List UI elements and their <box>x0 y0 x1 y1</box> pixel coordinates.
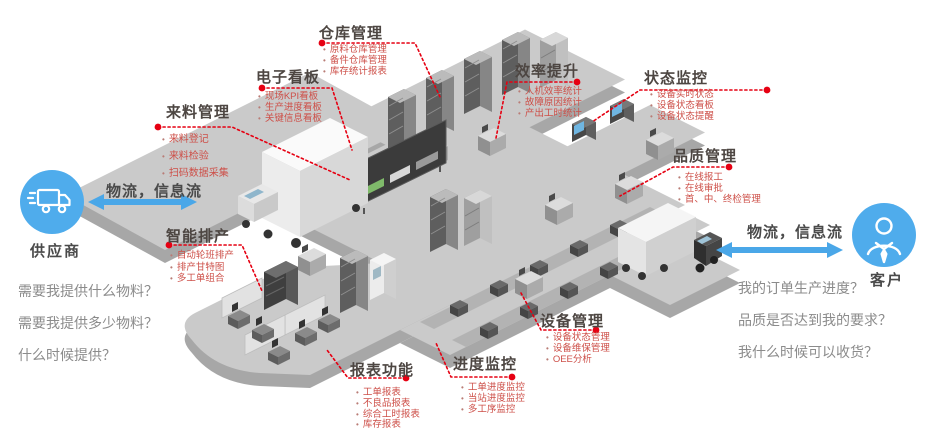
outgoing-truck <box>618 203 722 280</box>
callout-item: 工单报表 <box>356 387 420 399</box>
callout-items-shebei: 设备状态管理设备维保管理OEE分析 <box>546 332 610 366</box>
question-line: 品质是否达到我的要求？ <box>738 312 892 328</box>
callout-title-shebei: 设备管理 <box>540 313 605 330</box>
callout-item: 生产进度看板 <box>258 102 322 114</box>
flow-label-left: 物流，信息流 <box>106 183 203 200</box>
question-line: 需要我提供多少物料？ <box>18 315 158 331</box>
callout-items-baobiao: 工单报表不良品报表综合工时报表库存报表 <box>356 387 420 431</box>
callout-item: 在线审批 <box>678 183 761 195</box>
callout-items-zhineng: 自动轮班排产排产甘特图多工单组合 <box>170 250 234 285</box>
callout-item: 设备实时状态 <box>650 89 714 101</box>
question-line: 需要我提供什么物料？ <box>18 283 158 299</box>
callout-items-cangku: 原料仓库管理备件仓库管理库存统计报表 <box>323 44 387 78</box>
callout-item: 综合工时报表 <box>356 409 420 421</box>
callout-title-baobiao: 报表功能 <box>350 362 415 379</box>
callout-title-jindu: 进度监控 <box>453 356 518 373</box>
callout-title-pinzhi: 品质管理 <box>673 148 738 165</box>
customer-label: 客户 <box>870 272 905 289</box>
callout-item: 首、中、终检管理 <box>678 194 761 206</box>
supplier-avatar <box>20 170 84 234</box>
callout-title-cangku: 仓库管理 <box>319 25 384 42</box>
callout-items-laili: 来料登记来料检验扫码数据采集 <box>162 131 229 182</box>
callout-item: 来料检验 <box>162 148 229 165</box>
callout-item: 在线报工 <box>678 172 761 184</box>
callout-item: 多工单组合 <box>170 273 234 285</box>
callout-item: 工单进度监控 <box>461 382 525 394</box>
led-display-board <box>357 119 447 214</box>
flow-arrow-right <box>716 242 843 258</box>
callout-item: 原料仓库管理 <box>323 44 387 56</box>
callout-item: 来料登记 <box>162 131 229 148</box>
callout-item: 产出工时统计 <box>518 108 582 120</box>
callout-title-xiaolv: 效率提升 <box>515 63 580 80</box>
truck-icon <box>26 188 71 214</box>
callout-item: 多工序监控 <box>461 404 525 416</box>
callout-item: 不良品报表 <box>356 398 420 410</box>
leader-lines <box>157 42 768 379</box>
callout-item: 设备状态看板 <box>650 100 714 112</box>
callout-item: OEE分析 <box>546 354 610 366</box>
callout-item: 设备维保管理 <box>546 343 610 355</box>
incoming-truck <box>238 118 368 248</box>
flow-label-right: 物流，信息流 <box>747 224 844 241</box>
callout-items-pinzhi: 在线报工在线审批首、中、终检管理 <box>678 172 761 206</box>
callout-item: 现场KPI看板 <box>258 91 322 103</box>
callout-item: 人机效率统计 <box>518 86 582 98</box>
customer-questions: 我的订单生产进度？ 品质是否达到我的要求？ 我什么时候可以收货？ <box>738 278 892 374</box>
callout-item: 扫码数据采集 <box>162 165 229 182</box>
callout-items-jindu: 工单进度监控当站进度监控多工序监控 <box>461 382 525 416</box>
callout-item: 故障原因统计 <box>518 97 582 109</box>
callout-item: 关键信息看板 <box>258 113 322 125</box>
flow-arrow-left <box>88 194 197 210</box>
callout-title-zhineng: 智能排产 <box>166 228 231 245</box>
callout-title-laili: 来料管理 <box>166 104 231 121</box>
callout-item: 当站进度监控 <box>461 393 525 405</box>
callout-item: 设备状态提醒 <box>650 111 714 123</box>
callout-title-dianzi: 电子看板 <box>256 69 321 86</box>
question-line: 我的订单生产进度？ <box>738 280 864 296</box>
supplier-label: 供应商 <box>30 243 82 260</box>
callout-item: 备件仓库管理 <box>323 55 387 67</box>
callout-item: 排产甘特图 <box>170 262 234 274</box>
question-line: 什么时候提供？ <box>18 347 116 363</box>
callout-items-xiaolv: 人机效率统计故障原因统计产出工时统计 <box>518 86 582 120</box>
callout-item: 设备状态管理 <box>546 332 610 344</box>
supplier-questions: 需要我提供什么物料？ 需要我提供多少物料？ 什么时候提供？ <box>18 281 158 377</box>
customer-avatar <box>852 203 916 267</box>
callout-items-dianzi: 现场KPI看板生产进度看板关键信息看板 <box>258 91 322 125</box>
callout-items-zhuangtai: 设备实时状态设备状态看板设备状态提醒 <box>650 89 714 123</box>
question-line: 我什么时候可以收货？ <box>738 344 878 360</box>
callout-title-zhuangtai: 状态监控 <box>644 70 709 87</box>
callout-item: 库存统计报表 <box>323 66 387 78</box>
callout-item: 库存报表 <box>356 420 420 431</box>
customer-icon <box>866 217 902 264</box>
callout-item: 自动轮班排产 <box>170 250 234 262</box>
